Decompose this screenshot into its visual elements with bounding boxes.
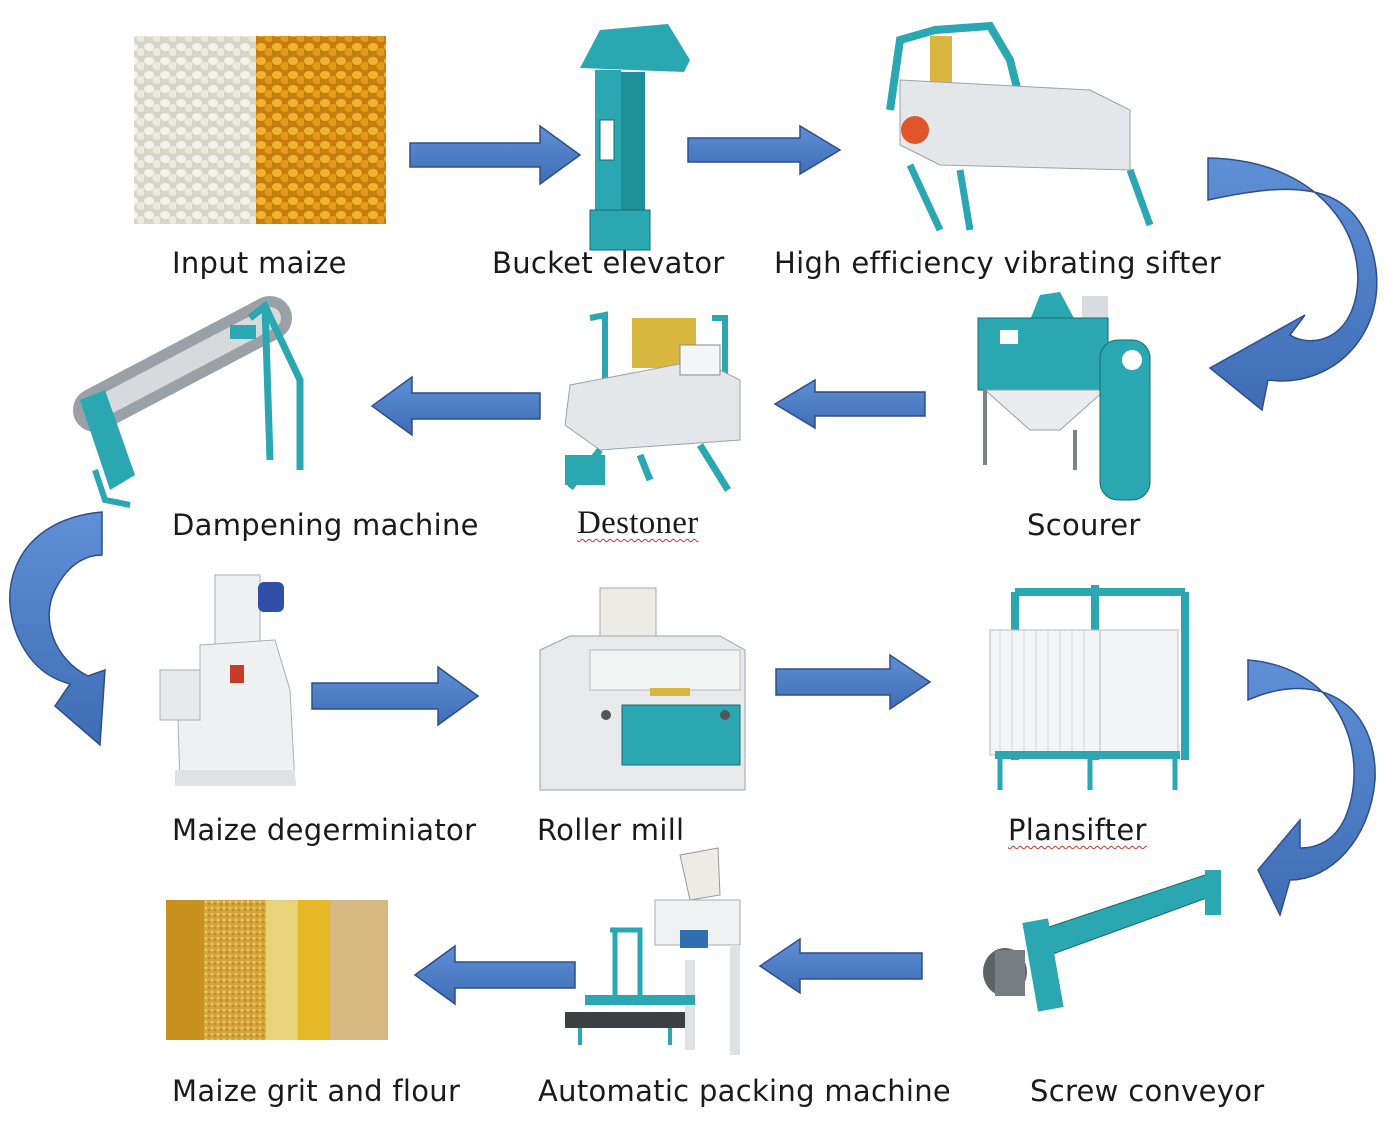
screw-conveyor-image: [983, 870, 1221, 1012]
maize-grit-flour-photo: [166, 900, 388, 1040]
input-maize-photo: [134, 36, 386, 224]
label-dampening-machine: Dampening machine: [172, 508, 479, 542]
arrow-roller-to-plansifter: [775, 653, 932, 711]
arrow-sifter-to-scourer: [1207, 157, 1378, 412]
roller-mill-image: [539, 587, 746, 791]
arrow-degerminator-to-roller: [311, 665, 480, 727]
arrow-input-to-elevator: [409, 124, 582, 186]
label-grit-and-flour: Maize grit and flour: [172, 1074, 461, 1108]
arrow-plansifter-to-screw: [1247, 659, 1376, 918]
plansifter-image: [989, 585, 1189, 790]
arrow-destoner-to-dampener: [370, 375, 541, 437]
label-bucket-elevator: Bucket elevator: [492, 246, 725, 280]
arrow-screw-to-packing: [758, 937, 923, 995]
label-destoner: Destoner: [577, 505, 699, 541]
label-packing-machine: Automatic packing machine: [538, 1074, 952, 1108]
packing-machine-image: [565, 847, 741, 1055]
label-screw-conveyor: Screw conveyor: [1030, 1074, 1265, 1108]
label-scourer: Scourer: [1027, 508, 1141, 542]
scourer-image: [977, 292, 1151, 501]
arrow-dampener-to-degerminator: [9, 511, 106, 747]
label-roller-mill: Roller mill: [537, 813, 685, 847]
maize-degerminator-image: [159, 574, 296, 786]
destoner-image: [564, 311, 741, 492]
bucket-elevator-image: [580, 24, 690, 251]
label-maize-degerminator: Maize degerminiator: [172, 813, 477, 847]
arrow-packing-to-output: [413, 944, 576, 1006]
arrow-scourer-to-destoner: [773, 378, 926, 430]
label-input-maize: Input maize: [172, 246, 347, 280]
dampening-machine-image: [73, 296, 304, 508]
vibrating-sifter-image: [886, 21, 1154, 232]
arrow-elevator-to-sifter: [687, 124, 842, 176]
label-vibrating-sifter: High efficiency vibrating sifter: [774, 246, 1222, 280]
label-plansifter: Plansifter: [1008, 813, 1147, 847]
